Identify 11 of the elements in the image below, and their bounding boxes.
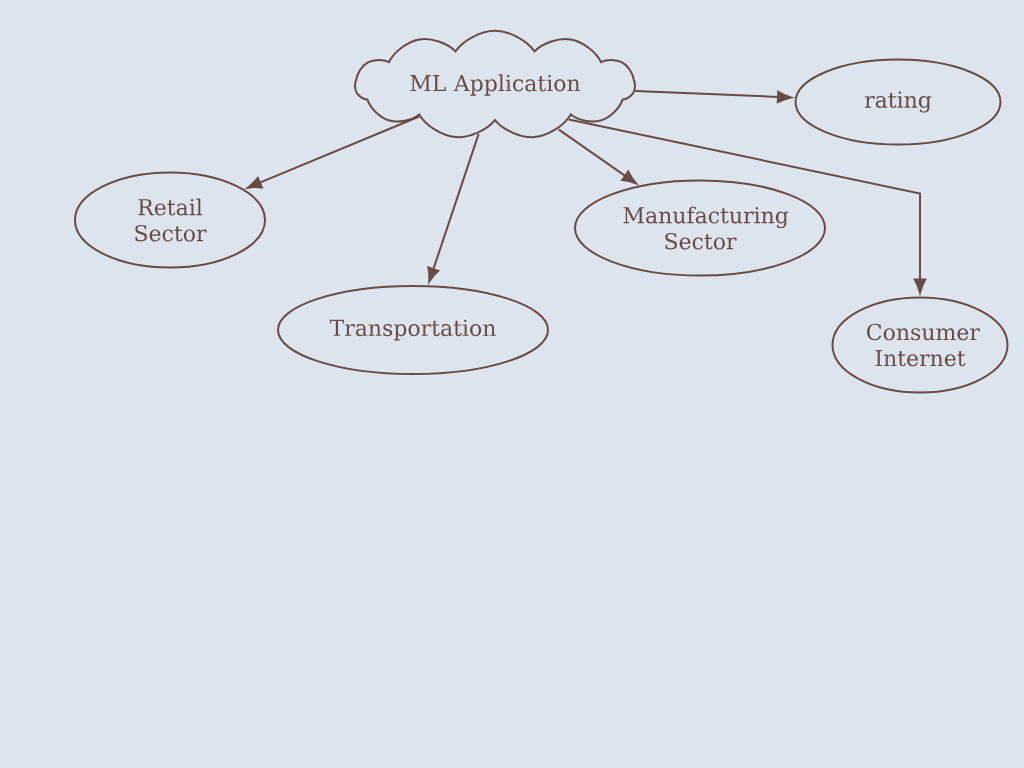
arrow — [246, 115, 421, 189]
arrow — [567, 118, 927, 294]
ellipse-node: Retail Sector — [74, 171, 266, 269]
arrow — [557, 128, 637, 185]
arrow — [634, 89, 793, 104]
ellipse-node: rating — [794, 58, 1002, 146]
ellipse-node: Manufacturing Sector — [574, 179, 826, 277]
cloud-node: ML Application — [354, 29, 636, 139]
ellipse-node: Transportation — [277, 285, 549, 375]
ellipse-node: Consumer Internet — [831, 296, 1009, 394]
arrow — [427, 132, 480, 283]
